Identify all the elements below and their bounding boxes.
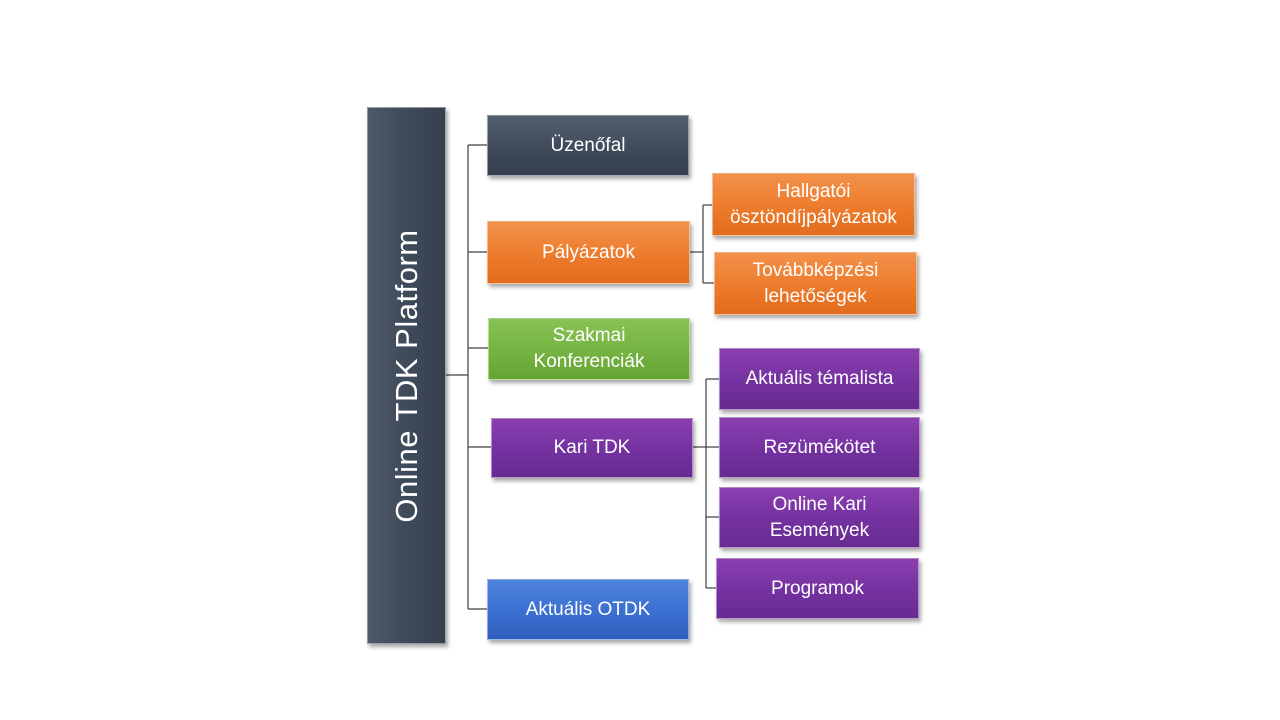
- node-label: Pályázatok: [542, 241, 635, 263]
- node-label: Kari TDK: [553, 437, 631, 458]
- root-node: Online TDK Platform: [367, 107, 446, 644]
- node-label: Üzenőfal: [550, 134, 626, 156]
- root-label: Online TDK Platform: [388, 228, 424, 523]
- node-programok: Programok: [716, 558, 919, 619]
- node-uzenofal: Üzenőfal: [487, 115, 689, 176]
- node-tovabbkepzesi-lehetosegek: Továbbképzési lehetőségek: [714, 252, 917, 315]
- node-aktualis-temalista: Aktuális témalista: [719, 348, 920, 410]
- node-aktualis-otdk: Aktuális OTDK: [487, 579, 689, 640]
- node-kari-tdk: Kari TDK: [491, 418, 693, 478]
- node-label: Szakmai Konferenciák: [533, 325, 645, 372]
- node-label: Továbbképzési lehetőségek: [752, 259, 879, 307]
- node-label: Aktuális témalista: [745, 368, 894, 389]
- node-szakmai-konferenciak: Szakmai Konferenciák: [488, 318, 690, 380]
- node-label: Online Kari Események: [769, 493, 870, 541]
- node-label: Rezümékötet: [763, 436, 876, 458]
- node-hallgatoi-osztondijpalyazatok: Hallgatói ösztöndíjpályázatok: [712, 173, 915, 236]
- node-label: Programok: [771, 577, 864, 599]
- node-palyazatok: Pályázatok: [487, 221, 690, 284]
- node-label: Aktuális OTDK: [525, 598, 651, 620]
- node-online-kari-esemenyek: Online Kari Események: [719, 487, 920, 548]
- node-label: Hallgatói ösztöndíjpályázatok: [730, 180, 897, 228]
- node-rezumekotet: Rezümékötet: [719, 417, 920, 478]
